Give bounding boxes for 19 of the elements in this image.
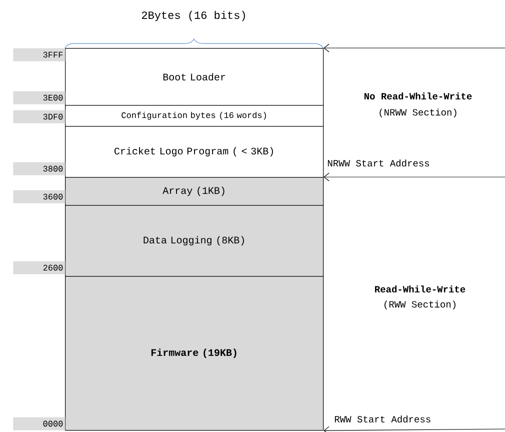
edge-label: RWW Start Address (333, 414, 432, 424)
width-label: 2Bytes (16 bits) (142, 10, 245, 22)
address-label: 3FFF (13, 48, 66, 62)
address-label: 3DF0 (13, 110, 66, 124)
section-label: Read-While-Write (375, 286, 466, 292)
memory-block: Configuration bytes (16 words) (65, 105, 324, 127)
section-label: No Read-While-Write (364, 92, 472, 100)
address-label: 0000 (13, 417, 66, 430)
address-label: 3800 (13, 162, 66, 176)
arrow (324, 44, 505, 52)
memory-block: Array (1KB) (65, 177, 324, 206)
section-label: (NRWW Section) (380, 108, 456, 118)
address-label: 3600 (13, 190, 66, 204)
section-label: (RWW Section) (384, 300, 456, 310)
edge-label: NRWW Start Address (326, 158, 431, 168)
address-label: 3E00 (13, 91, 66, 104)
address-label: 2600 (13, 261, 66, 274)
arrow (324, 172, 505, 182)
arrow (324, 426, 505, 432)
